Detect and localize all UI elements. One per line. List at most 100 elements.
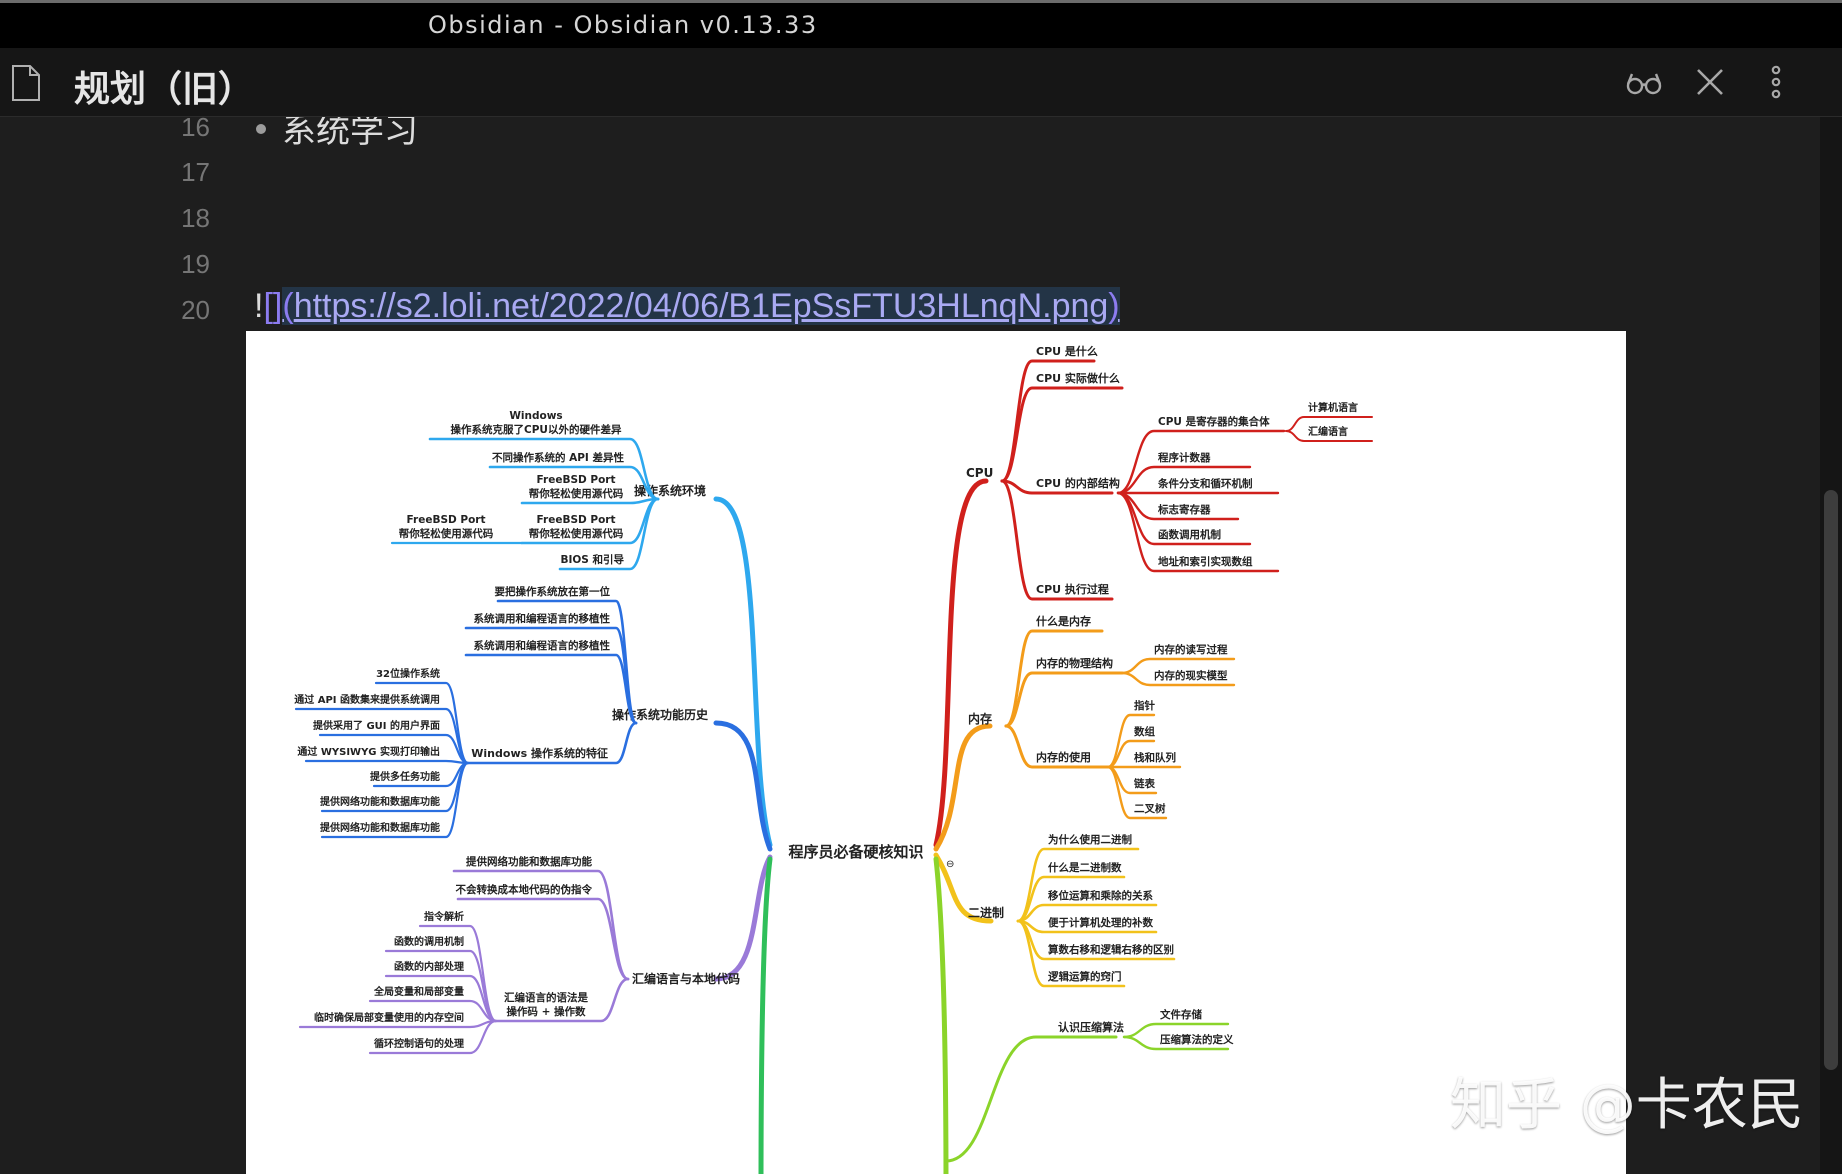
compress-trunk <box>933 856 949 1174</box>
note-header: 规划（旧） <box>0 48 1842 117</box>
mindmap-leaf-label: 条件分支和循环机制 <box>1157 477 1253 490</box>
mindmap-leaf-label: 系统调用和编程语言的移植性 <box>474 639 611 652</box>
mindmap-leaf-label: CPU 执行过程 <box>1036 582 1109 596</box>
mindmap-branch <box>1122 1035 1230 1051</box>
mindmap-leaf-label: 地址和索引实现数组 <box>1158 555 1253 568</box>
mindmap-branch <box>1004 629 1104 728</box>
mindmap-branch <box>1000 386 1124 483</box>
mindmap-leaf-label: 临时确保局部变量使用的内存空间 <box>314 1011 464 1024</box>
mindmap-leaf-label: 便于计算机处理的补数 <box>1048 916 1153 929</box>
mindmap-leaf-label: 栈和队列 <box>1134 751 1176 764</box>
mindmap-branch <box>1116 491 1280 573</box>
mindmap-leaf-label: 压缩算法的定义 <box>1160 1033 1234 1046</box>
mindmap-branch <box>944 1035 1118 1163</box>
mindmap-branch <box>494 977 630 1023</box>
mindmap-branch <box>558 497 660 571</box>
mindmap-leaf-label: FreeBSD Port <box>537 474 616 486</box>
close-icon <box>1697 69 1723 95</box>
mindmap-leaf-label: 逻辑运算的窍门 <box>1048 970 1122 983</box>
mindmap-branch <box>464 653 638 725</box>
mindmap-branch <box>320 761 470 839</box>
mindmap-leaf-label: 计算机语言 <box>1308 401 1358 414</box>
memory-trunk <box>933 723 993 852</box>
mindmap-leaf-label: CPU 的内部结构 <box>1036 476 1120 490</box>
list-bullet-icon <box>256 124 266 134</box>
mindmap-leaf-label: 循环控制语句的处理 <box>374 1037 464 1050</box>
mindmap-leaf-label: 操作系统克服了CPU以外的硬件差异 <box>451 423 622 436</box>
markdown-editor[interactable]: 16 系统学习 17 18 19 20 ![](https://s2.loli.… <box>0 117 1820 1174</box>
mindmap-branch <box>1120 671 1236 687</box>
preview-toggle-button[interactable] <box>1624 62 1664 102</box>
mindmap-branch <box>1116 429 1286 495</box>
mindmap-leaf-label: CPU 是寄存器的集合体 <box>1158 415 1270 428</box>
mindmap-branch-label: 汇编语言与本地代码 <box>632 971 740 986</box>
mindmap-branch <box>1016 919 1126 988</box>
mindmap-leaf-label: 内存的读写过程 <box>1154 643 1228 656</box>
mindmap-leaf-label: CPU 是什么 <box>1036 344 1098 358</box>
note-title[interactable]: 规划（旧） <box>74 69 255 110</box>
mindmap-leaf-label: 移位运算和乘除的关系 <box>1048 889 1153 902</box>
bottom-trunk <box>758 856 773 1174</box>
line-number: 20 <box>181 295 210 325</box>
mindmap-leaf-label: 数组 <box>1133 725 1156 738</box>
os-history-trunk <box>713 720 773 852</box>
mindmap-leaf-label: 汇编语言 <box>1308 425 1348 438</box>
mindmap-branch-label: 操作系统功能历史 <box>612 707 709 722</box>
mindmap-leaf-label: 汇编语言的语法是 <box>504 991 588 1004</box>
embed-bang: ! <box>254 287 264 325</box>
mindmap-branch-label: 内存 <box>968 711 992 726</box>
scrollbar-thumb[interactable] <box>1824 490 1838 1070</box>
mindmap-leaf-label: FreeBSD Port <box>407 514 486 526</box>
mindmap-branch <box>1285 430 1373 442</box>
mindmap-leaf-label: 什么是内存 <box>1036 614 1091 628</box>
mindmap-leaf-label: Windows 操作系统的特征 <box>471 746 608 760</box>
mindmap-leaf-label: 程序计数器 <box>1158 451 1211 464</box>
mindmap-branch-label: CPU <box>966 466 993 480</box>
mindmap-leaf-label: Windows <box>509 410 562 422</box>
line-number: 17 <box>181 157 210 187</box>
mindmap-leaf-label: 帮你轻松使用源代码 <box>399 527 494 540</box>
mindmap-branch <box>1000 479 1114 495</box>
mindmap-leaf-label: 链表 <box>1133 777 1156 790</box>
mindmap-leaf-label: 内存的物理结构 <box>1036 656 1113 670</box>
line-number: 16 <box>181 117 210 142</box>
os-env-trunk <box>713 496 773 848</box>
mindmap-leaf-label: 为什么使用二进制 <box>1048 833 1132 846</box>
mindmap-leaf-label: 函数的调用机制 <box>394 935 464 948</box>
mindmap-leaf-label: 函数的内部处理 <box>394 960 464 973</box>
line-number: 18 <box>181 203 210 233</box>
binary-trunk <box>933 852 994 924</box>
glasses-icon <box>1626 73 1662 95</box>
editor-line-text[interactable]: 系统学习 <box>282 117 418 150</box>
image-url[interactable]: https://s2.loli.net/2022/04/06/B1EpSsFTU… <box>293 287 1109 325</box>
cpu-trunk <box>933 478 989 848</box>
window-title: Obsidian - Obsidian v0.13.33 <box>428 11 818 39</box>
mindmap-leaf-label: 不会转换成本地代码的伪指令 <box>456 883 593 896</box>
mindmap-leaf-label: 不同操作系统的 API 差异性 <box>492 451 625 464</box>
mindmap-leaf-label: 提供网络功能和数据库功能 <box>320 795 440 808</box>
link-close-paren: ) <box>1108 287 1120 325</box>
mindmap-branch <box>466 721 638 765</box>
window-titlebar: Obsidian - Obsidian v0.13.33 <box>0 0 1842 48</box>
mindmap-branch <box>304 759 470 765</box>
mindmap-leaf-label: 文件存储 <box>1159 1008 1202 1021</box>
close-button[interactable] <box>1690 62 1730 102</box>
mindmap-leaf-label: CPU 实际做什么 <box>1036 371 1120 385</box>
more-options-button[interactable] <box>1756 62 1796 102</box>
mindmap-branch <box>1004 724 1110 769</box>
mindmap-leaf-label: 指针 <box>1134 699 1156 712</box>
mindmap-leaf-label: FreeBSD Port <box>537 514 616 526</box>
mindmap-leaf-label: 提供采用了 GUI 的用户界面 <box>313 719 440 732</box>
mindmap-leaf-label: 提供多任务功能 <box>370 770 440 783</box>
mindmap-leaf-label: 32位操作系统 <box>376 667 440 680</box>
link-brackets: [] <box>263 287 283 325</box>
mindmap-branch <box>368 1019 498 1055</box>
link-open-paren: ( <box>282 287 294 325</box>
mindmap-leaf-label: 提供网络功能和数据库功能 <box>320 821 440 834</box>
image-embed-link[interactable]: ![](https://s2.loli.net/2022/04/06/B1EpS… <box>254 284 1120 328</box>
mindmap-leaf-label: 算数右移和逻辑右移的区别 <box>1048 943 1174 956</box>
mindmap-leaf-label: 帮你轻松使用源代码 <box>529 487 624 500</box>
document-icon <box>12 65 40 101</box>
